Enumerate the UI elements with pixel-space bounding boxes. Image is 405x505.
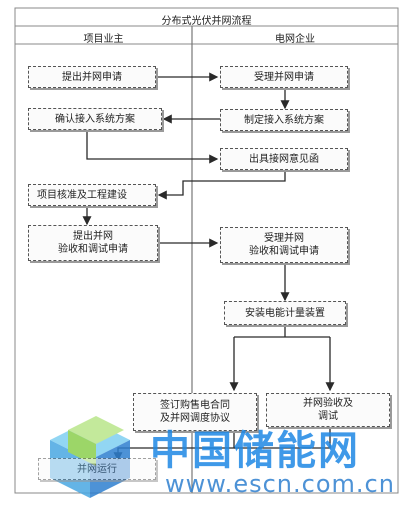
column-header-grid: 电网企业	[275, 34, 315, 45]
watermark-name: 中国储能网	[150, 428, 360, 474]
watermark-logo	[50, 416, 130, 498]
step-grid-acceptance: 并网验收及 调试	[266, 393, 390, 427]
step-accept-acceptance: 受理并网 验收和调试申请	[220, 227, 348, 263]
step-submit-acceptance: 提出并网 验收和调试申请	[28, 225, 158, 261]
step-issue-opinion: 出具接网意见函	[220, 148, 348, 170]
step-install-meter: 安装电能计量装置	[224, 301, 346, 325]
step-confirm-plan: 确认接入系统方案	[28, 108, 162, 130]
step-sign-contract: 签订购售电合同 及并网调度协议	[133, 393, 257, 431]
diagram-title: 分布式光伏并网流程	[161, 16, 252, 27]
step-grid-connect: 并网运行	[38, 458, 156, 480]
watermark-url: www.escn.com.cn	[165, 470, 395, 498]
step-apply: 提出并网申请	[28, 66, 156, 88]
step-approve-build: 项目核准及工程建设	[28, 184, 156, 206]
step-make-plan: 制定接入系统方案	[220, 109, 348, 131]
step-accept-application: 受理并网申请	[220, 66, 348, 88]
column-header-owner: 项目业主	[83, 34, 124, 45]
